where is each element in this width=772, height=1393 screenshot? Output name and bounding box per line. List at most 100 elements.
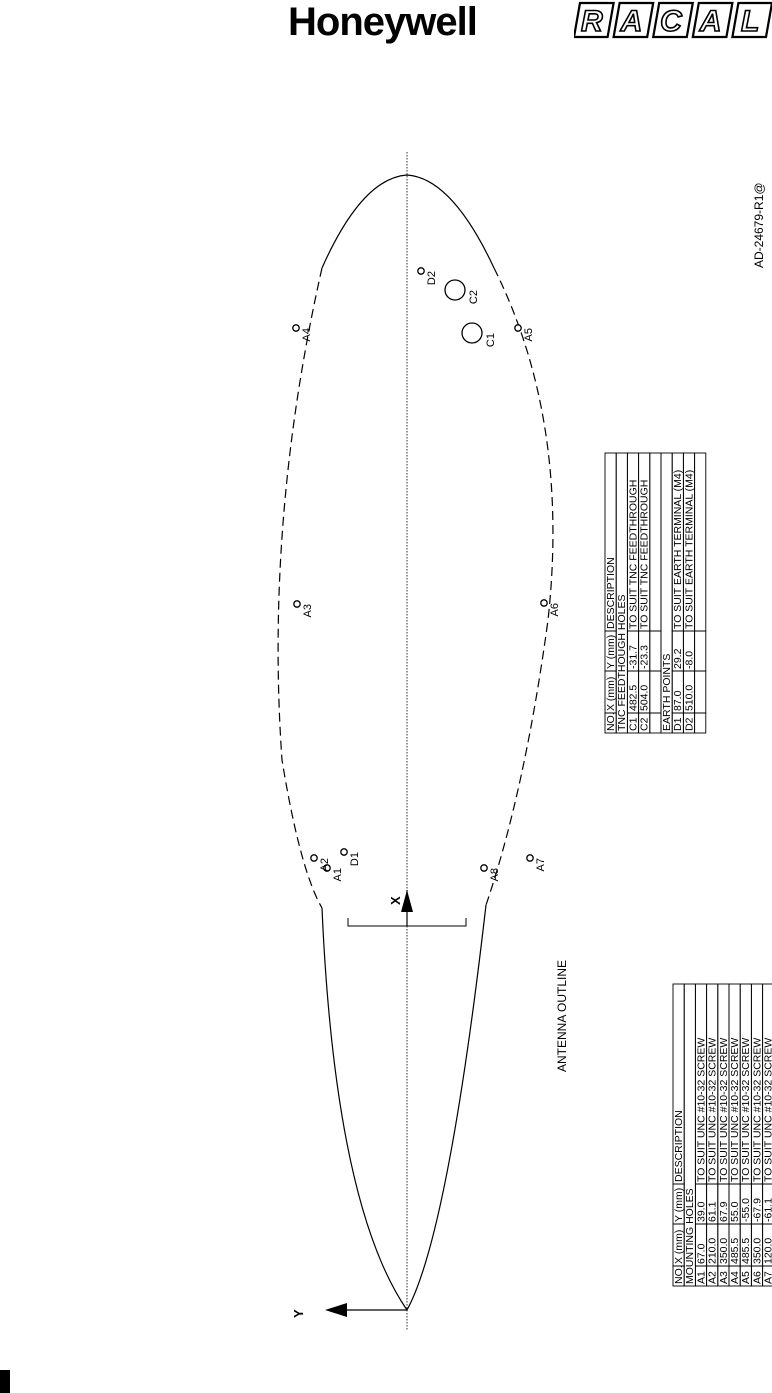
page-corner-mark xyxy=(0,1370,10,1393)
point-a2: A2 xyxy=(310,854,331,871)
point-label: D2 xyxy=(426,271,438,285)
table-cell: 510.0 xyxy=(683,685,695,711)
point-a7: A7 xyxy=(526,854,547,871)
table-cell: TO SUIT UNC #10-32 SCREW xyxy=(695,1038,707,1182)
hole-marker xyxy=(540,599,548,607)
point-c2: C2 xyxy=(444,279,480,304)
point-label: A2 xyxy=(319,858,331,871)
table-cell: 504.0 xyxy=(639,685,651,711)
table-cell: -31.7 xyxy=(627,645,639,669)
table-cell: TO SUIT UNC #10-32 SCREW xyxy=(718,1038,730,1182)
racal-letter-box xyxy=(612,1,655,39)
hole-marker xyxy=(310,854,318,862)
point-c1: C1 xyxy=(461,322,497,347)
table-cell: 67.9 xyxy=(718,1201,730,1222)
table-section-label: MOUNTING HOLES xyxy=(684,1188,696,1284)
table-cell: X (mm) xyxy=(673,1230,685,1264)
point-label: A8 xyxy=(489,868,501,881)
tnc-hole-marker xyxy=(461,322,483,344)
table-cell: NO. xyxy=(673,1265,685,1284)
racal-letter: A xyxy=(699,5,722,38)
table-cell: 67.0 xyxy=(695,1243,707,1264)
racal-letter-box xyxy=(691,1,734,39)
table-cell: 485.5 xyxy=(740,1238,752,1264)
table-cell: A5 xyxy=(740,1271,752,1284)
point-label: C2 xyxy=(468,290,480,304)
table-cell: A3 xyxy=(718,1271,730,1284)
table-cell: TO SUIT UNC #10-32 SCREW xyxy=(729,1038,741,1182)
table-cell: -8.0 xyxy=(683,651,695,669)
outline-bottom-tip xyxy=(321,904,487,1312)
outline-right-side xyxy=(485,267,554,906)
table-cell: 87.0 xyxy=(672,690,684,711)
drawing-reference: AD-24679-R1@ xyxy=(752,182,766,268)
table-cell: TO SUIT TNC FEEDTHROUGH xyxy=(627,480,639,629)
point-d2: D2 xyxy=(417,267,438,285)
table-cell: 350.0 xyxy=(718,1238,730,1264)
table-cell: TO SUIT UNC #10-32 SCREW xyxy=(707,1038,719,1182)
table-cell: 61.1 xyxy=(707,1201,719,1222)
point-label: C1 xyxy=(485,333,497,347)
outline-left-side xyxy=(277,267,323,909)
table-cell: D2 xyxy=(683,717,695,731)
table-cell: 120.0 xyxy=(763,1238,772,1264)
table-cell: -55.0 xyxy=(740,1198,752,1222)
tnc-hole-marker xyxy=(444,279,466,301)
table-cell: X (mm) xyxy=(605,677,617,711)
table-cell: Y (mm) xyxy=(605,635,617,669)
table-cell: TO SUIT EARTH TERMINAL (M4) xyxy=(683,470,695,629)
table-section-label: TNC FEEDTHOUGH HOLES xyxy=(616,594,628,731)
point-a8: A8 xyxy=(480,864,501,881)
table-cell: TO SUIT TNC FEEDTHROUGH xyxy=(639,480,651,629)
table-cell: D1 xyxy=(672,717,684,731)
table-cell: -61.1 xyxy=(763,1198,772,1222)
table-cell: A7 xyxy=(763,1271,772,1284)
table-cell: TO SUIT UNC #10-32 SCREW xyxy=(751,1038,763,1182)
point-a3: A3 xyxy=(293,600,314,617)
table-cell: 29.2 xyxy=(672,648,684,669)
hole-marker xyxy=(292,324,300,332)
hole-marker xyxy=(417,267,425,275)
table-cell: TO SUIT UNC #10-32 SCREW xyxy=(763,1038,772,1182)
racal-letter: A xyxy=(620,5,643,38)
table-cell: DESCRIPTION xyxy=(673,1110,685,1182)
racal-letter-box xyxy=(731,1,772,39)
honeywell-logo: Honeywell xyxy=(288,0,478,44)
table-cell: TO SUIT EARTH TERMINAL (M4) xyxy=(672,470,684,629)
hole-marker xyxy=(480,864,488,872)
x-axis-arrowhead xyxy=(401,890,413,912)
hole-marker xyxy=(526,854,534,862)
table-cell: 39.0 xyxy=(695,1201,707,1222)
table-cell: -23.3 xyxy=(639,645,651,669)
hole-marker xyxy=(323,864,331,872)
hole-marker xyxy=(340,848,348,856)
point-d1: D1 xyxy=(340,848,361,866)
point-label: A6 xyxy=(549,603,561,616)
outline-top-tip xyxy=(321,174,495,269)
table-cell: Y (mm) xyxy=(673,1188,685,1222)
outline-label: ANTENNA OUTLINE xyxy=(555,960,569,1072)
table-cell: 350.0 xyxy=(751,1238,763,1264)
y-axis-arrowhead xyxy=(325,1303,347,1317)
point-label: D1 xyxy=(349,852,361,866)
axis-y-label: Y xyxy=(291,1309,306,1318)
racal-letter: C xyxy=(660,5,683,38)
table-cell: 482.5 xyxy=(627,685,639,711)
point-a1: A1 xyxy=(323,864,344,881)
table-cell: A1 xyxy=(695,1271,707,1284)
racal-letter: R xyxy=(581,5,603,38)
table-section-label: EARTH POINTS xyxy=(661,654,673,731)
table-cell: A2 xyxy=(707,1271,719,1284)
hole-marker xyxy=(293,600,301,608)
point-label: A4 xyxy=(301,328,313,341)
table-cell: 210.0 xyxy=(707,1238,719,1264)
hole-marker xyxy=(514,324,522,332)
racal-letter: L xyxy=(741,5,759,38)
table-cell: -67.9 xyxy=(751,1198,763,1222)
point-label: A5 xyxy=(523,328,535,341)
mounting-holes-table: NO.X (mm) Y (mm) DESCRIPTION MOUNTING HOLES… xyxy=(672,983,772,1287)
table-cell: C2 xyxy=(639,717,651,731)
point-a5: A5 xyxy=(514,324,535,341)
